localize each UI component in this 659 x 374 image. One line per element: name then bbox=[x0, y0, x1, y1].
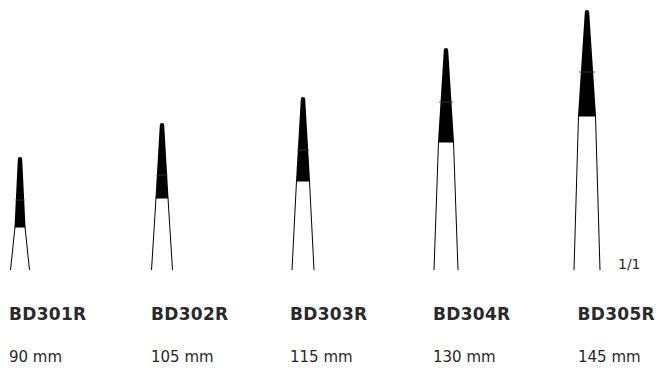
product-code: BD301R bbox=[9, 306, 86, 323]
bur-head bbox=[156, 123, 169, 198]
head-band bbox=[579, 72, 595, 73]
bur-head bbox=[15, 157, 26, 227]
product-code: BD303R bbox=[290, 306, 367, 323]
product-code: BD304R bbox=[433, 306, 510, 323]
bur-head bbox=[578, 10, 596, 116]
head-band bbox=[439, 102, 453, 103]
shank-outline bbox=[292, 181, 314, 270]
head-band bbox=[16, 200, 25, 201]
head-band bbox=[157, 175, 168, 176]
length-dimension: 105 mm bbox=[151, 350, 214, 365]
product-code: BD302R bbox=[151, 306, 228, 323]
bur bbox=[292, 97, 314, 270]
length-dimension: 130 mm bbox=[433, 350, 496, 365]
length-dimension: 145 mm bbox=[578, 350, 641, 365]
shank-outline bbox=[574, 116, 600, 270]
length-dimension: 115 mm bbox=[290, 350, 353, 365]
bur-head bbox=[438, 48, 454, 142]
bur bbox=[434, 48, 458, 270]
shank-outline bbox=[434, 142, 458, 270]
scale-note: 1/1 bbox=[618, 257, 641, 271]
shank-outline bbox=[152, 198, 173, 270]
bur bbox=[11, 157, 30, 270]
product-code: BD305R bbox=[578, 306, 655, 323]
length-dimension: 90 mm bbox=[9, 350, 62, 365]
bur-head bbox=[296, 97, 310, 181]
bur bbox=[574, 10, 600, 270]
head-band bbox=[297, 150, 309, 151]
bur bbox=[152, 123, 173, 270]
shank-outline bbox=[11, 227, 30, 270]
